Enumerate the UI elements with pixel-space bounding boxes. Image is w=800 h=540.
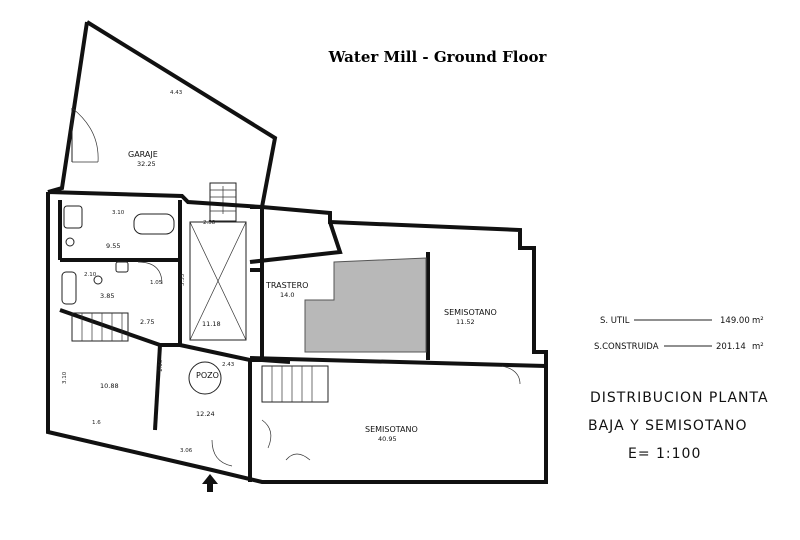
caption-scale: E= 1:100 <box>628 446 701 462</box>
caption-line2: BAJA Y SEMISOTANO <box>588 418 747 434</box>
entrance-arrow-icon <box>202 474 218 492</box>
building-outer-walls <box>46 190 548 484</box>
area-legend: S. UTIL 149.00 m² S.CONSTRUIDA 201.14 m² <box>594 316 764 352</box>
semisotano-right-name: SEMISOTANO <box>444 308 497 317</box>
built-label: S.CONSTRUIDA <box>594 342 659 352</box>
dim-5: 1.66 <box>158 359 164 372</box>
room-left-area: 10.88 <box>100 382 119 390</box>
built-value: 201.14 <box>716 342 746 352</box>
bath2-dim: 1.05 <box>150 280 163 286</box>
semisotano-main-name: SEMISOTANO <box>365 425 418 434</box>
caption-line1: DISTRIBUCION PLANTA <box>590 390 769 406</box>
entry-dim: 3.06 <box>180 448 193 454</box>
shaded-void-area <box>304 257 427 353</box>
dim-1: 2.58 <box>203 220 216 226</box>
garage-walls <box>47 20 278 209</box>
bath2-area: 3.85 <box>100 292 114 300</box>
bath1-area: 9.55 <box>106 242 120 250</box>
hall-area: 11.18 <box>202 320 221 328</box>
garage-door <box>71 107 99 163</box>
semisotano-right-area: 11.52 <box>456 318 475 326</box>
hall-dim: 5.33 <box>180 273 186 286</box>
doors <box>211 365 521 467</box>
dim-3: 2.43 <box>222 362 235 368</box>
util-value: 149.00 <box>720 316 750 326</box>
util-unit: m² <box>752 316 764 326</box>
well-circle <box>188 361 222 395</box>
bathroom-fixtures <box>61 205 175 305</box>
entry-area: 12.24 <box>196 410 215 418</box>
storage-area: 14.0 <box>280 291 294 299</box>
garage-area: 32.25 <box>137 160 156 168</box>
util-label: S. UTIL <box>600 316 630 326</box>
bath1-dim: 3.10 <box>112 210 125 216</box>
storage-name: TRASTERO <box>265 281 308 290</box>
page-title: Water Mill - Ground Floor <box>328 48 547 66</box>
dim-6: 1.6 <box>92 420 101 426</box>
dim-4: 2.10 <box>84 272 97 278</box>
garage-name: GARAJE <box>128 150 158 159</box>
semisotano-main-area: 40.95 <box>378 435 397 443</box>
stairs-left <box>71 312 129 342</box>
interior-walls <box>58 200 547 482</box>
stairs-semisotano <box>261 365 329 403</box>
dim-2: 4.43 <box>170 90 183 96</box>
well-name: POZO <box>196 371 219 380</box>
hall-void-cross <box>189 221 247 341</box>
stair-landing-area: 2.75 <box>140 318 154 326</box>
built-unit: m² <box>752 342 764 352</box>
room-left-dim: 3.10 <box>62 371 68 384</box>
